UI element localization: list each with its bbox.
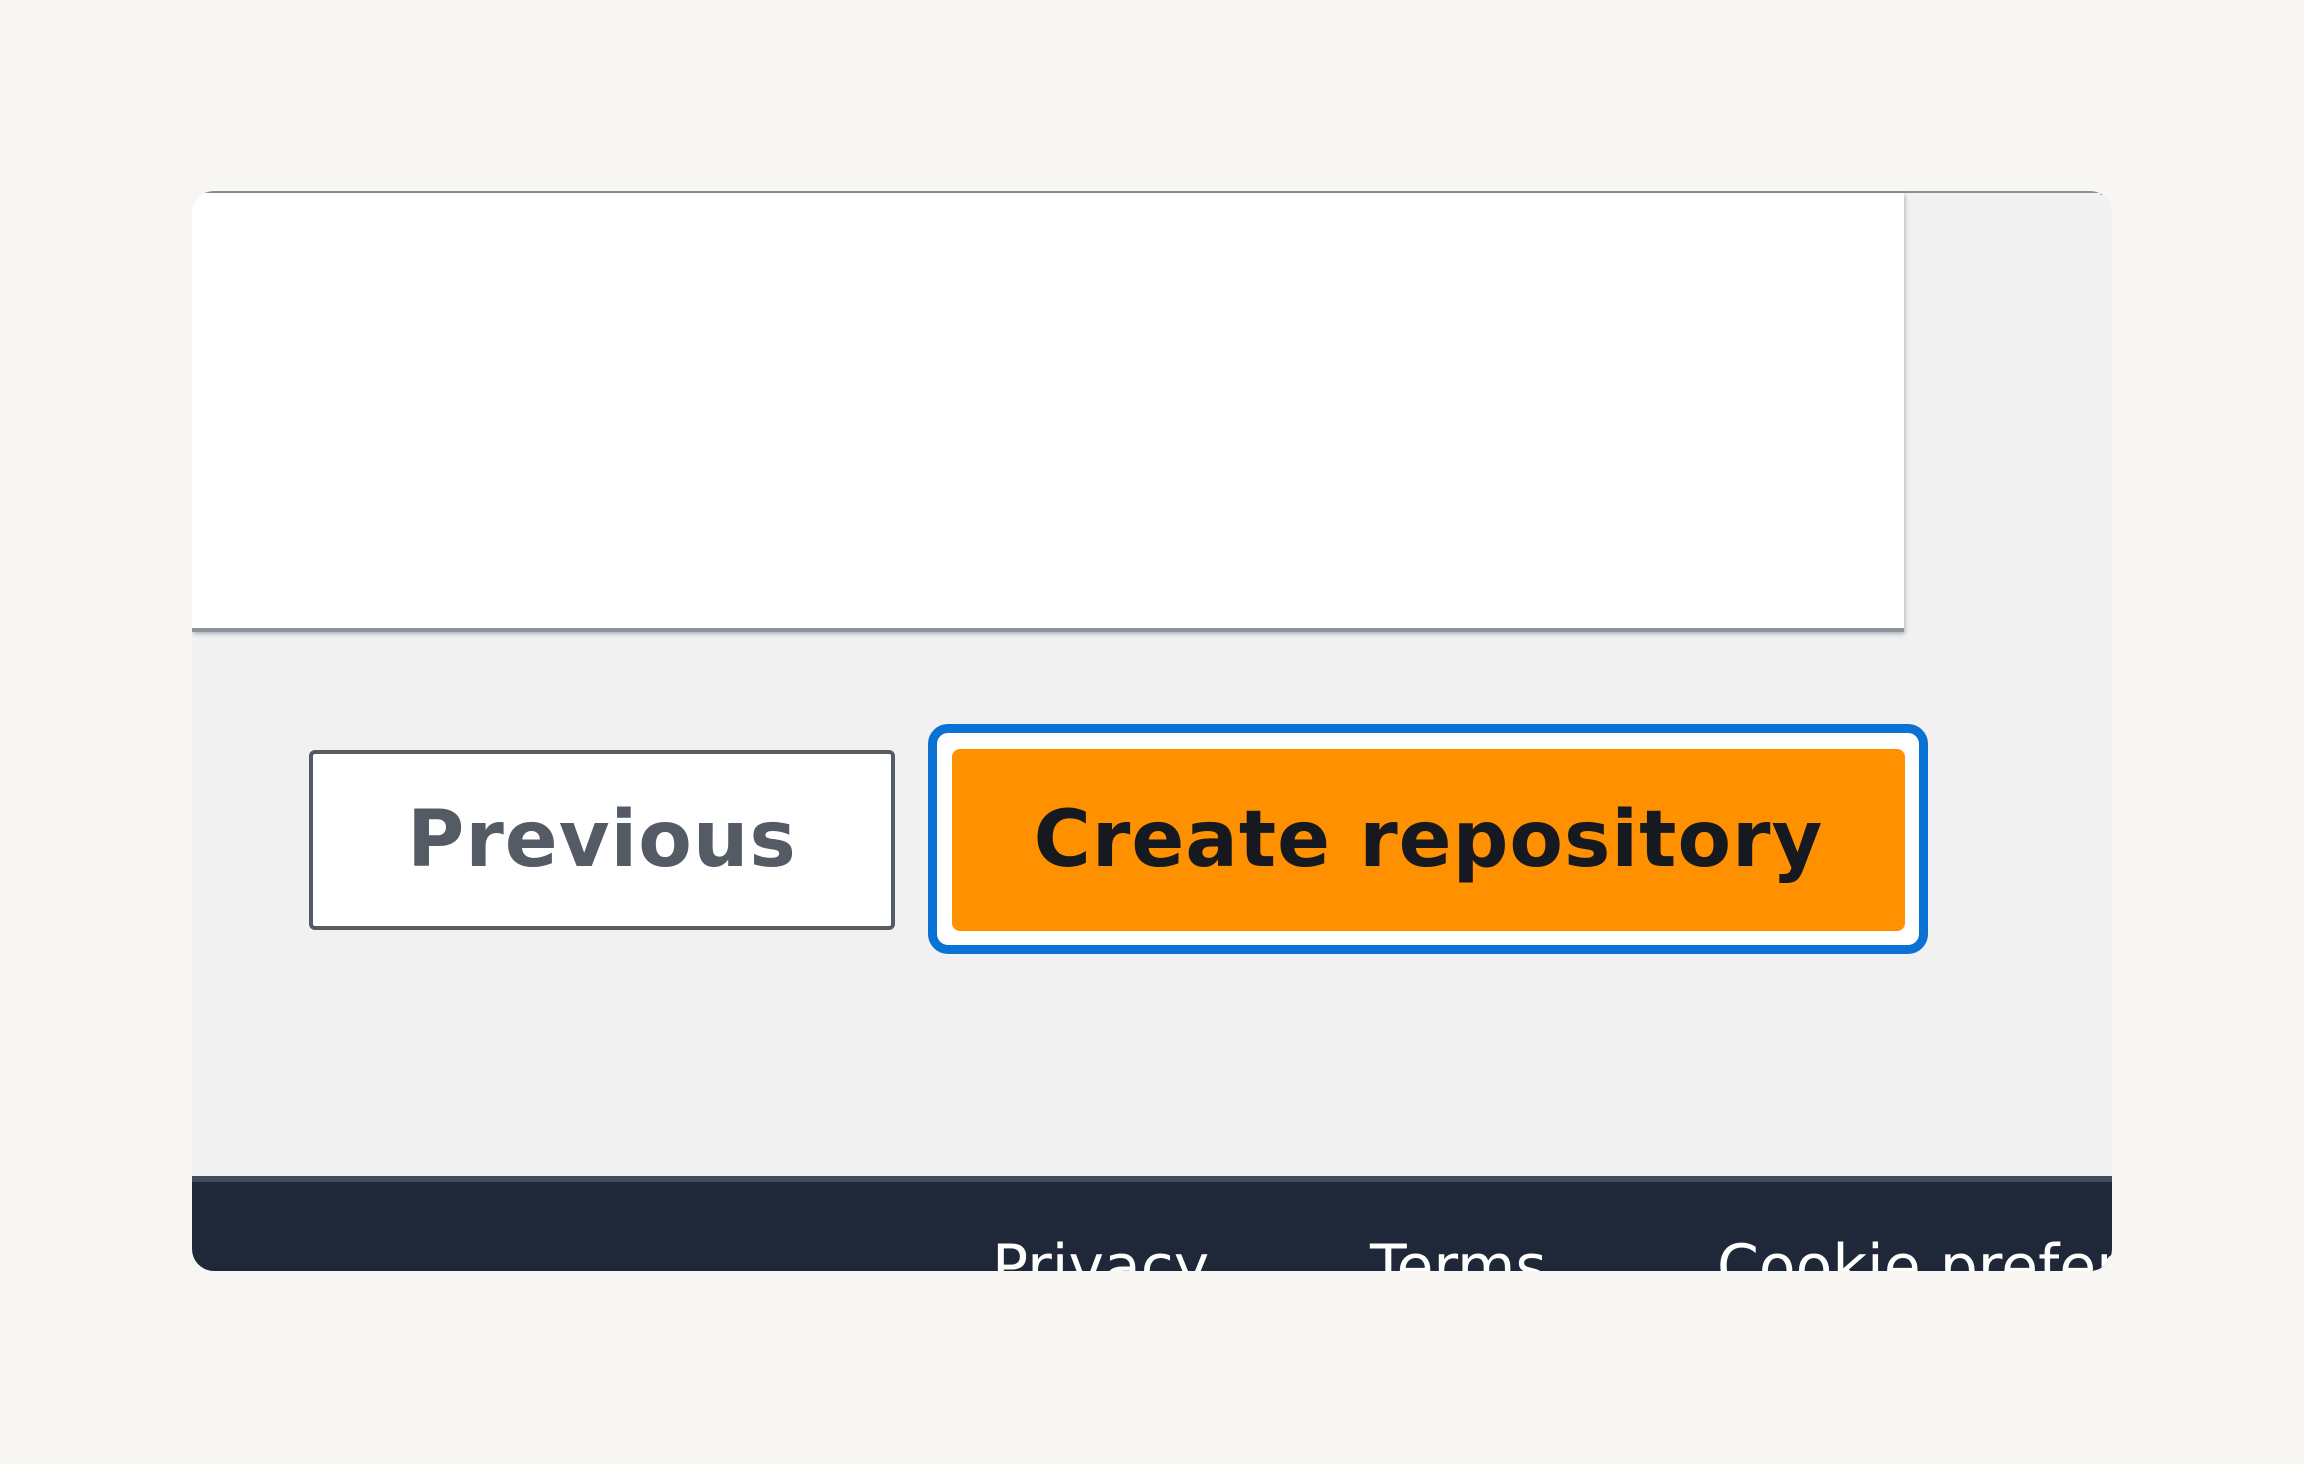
top-divider <box>192 191 2112 193</box>
previous-button[interactable]: Previous <box>309 750 895 930</box>
form-container-bottom-edge <box>192 628 1904 632</box>
corner-indicator <box>2100 191 2106 195</box>
page-footer: Privacy Terms Cookie preferences <box>192 1182 2112 1271</box>
footer-link-privacy[interactable]: Privacy <box>992 1232 1210 1271</box>
create-repository-button[interactable]: Create repository <box>952 749 1905 931</box>
browser-window: Previous Create repository Privacy Terms… <box>192 191 2112 1271</box>
footer-divider <box>192 1176 2112 1182</box>
footer-link-terms[interactable]: Terms <box>1370 1232 1547 1271</box>
form-container <box>192 193 1904 632</box>
footer-link-cookie-preferences[interactable]: Cookie preferences <box>1717 1232 2112 1271</box>
